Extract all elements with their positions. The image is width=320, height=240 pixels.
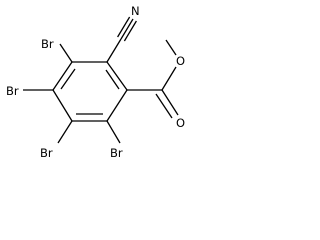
nitrile-triple-bond-2 <box>117 16 131 38</box>
bond-carbonyl-c-to-ether-o <box>161 66 177 91</box>
atom-label-br-lower-left: Br <box>40 146 53 160</box>
ring-bond-c5-c6 <box>52 61 73 91</box>
atom-label-carbonyl-oxygen: O <box>176 116 185 130</box>
carbonyl-double-bond-1 <box>161 89 179 116</box>
atom-label-br-bottom: Br <box>110 146 123 160</box>
nitrile-group: N <box>106 4 140 63</box>
ring-double-bond-c1-c2 <box>105 69 120 90</box>
atom-label-br-left: Br <box>6 84 19 98</box>
nitrile-triple-bond-3 <box>123 20 137 42</box>
bond-ring-to-br-bottom <box>106 120 121 144</box>
ring-bond-c1-c2 <box>106 61 128 91</box>
methyl-ester-group: O O <box>127 39 185 130</box>
benzene-ring <box>52 61 128 122</box>
carbonyl-double-bond-2 <box>155 93 173 119</box>
bond-ring-to-br-lower-left <box>57 120 73 144</box>
structure-canvas: N O O Br Br Br Br <box>0 0 202 189</box>
ring-double-bond-c5-c6 <box>60 68 76 90</box>
atom-label-br-top: Br <box>41 37 54 51</box>
bond-ether-o-to-methyl <box>165 39 177 56</box>
nitrile-triple-bond-1 <box>120 18 134 40</box>
ring-bond-c4-c5 <box>52 89 73 122</box>
ring-bond-c2-c3 <box>106 89 128 122</box>
atom-label-ether-oxygen: O <box>176 54 185 68</box>
atom-label-nitrogen: N <box>131 4 140 18</box>
molecule-diagram: N O O Br Br Br Br <box>6 4 185 160</box>
bromine-substituents: Br Br Br Br <box>6 37 123 160</box>
bond-ring-to-br-top <box>59 43 73 63</box>
bond-ring-to-nitrile-c <box>106 38 122 63</box>
